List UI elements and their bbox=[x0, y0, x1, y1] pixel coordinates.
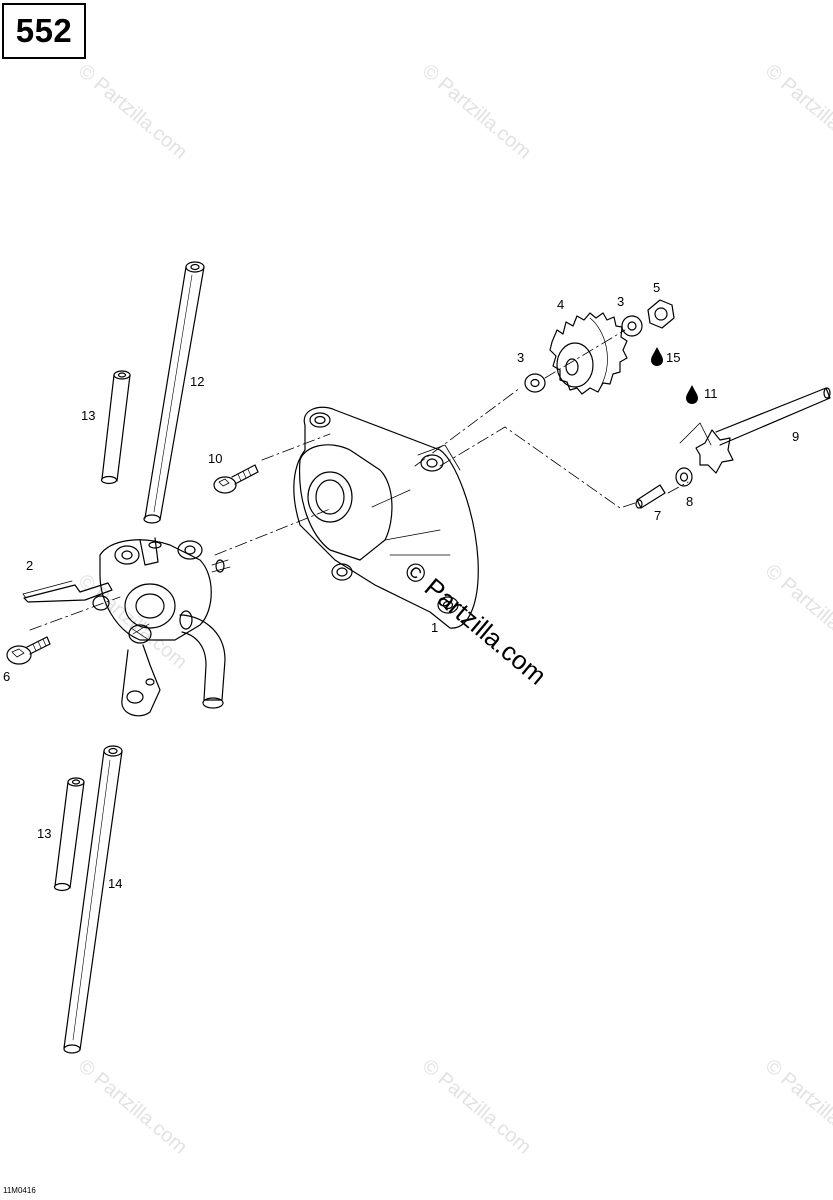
part-1-housing bbox=[293, 406, 479, 629]
part-13-short-tube bbox=[53, 777, 85, 892]
callout-15: 15 bbox=[666, 350, 680, 365]
callout-11: 11 bbox=[704, 386, 718, 401]
callout-4: 4 bbox=[557, 297, 564, 312]
part-13-short-tube bbox=[100, 370, 131, 485]
callout-13: 13 bbox=[37, 826, 51, 841]
pump-assembly bbox=[22, 537, 231, 717]
callout-10: 10 bbox=[208, 451, 222, 466]
callout-3: 3 bbox=[517, 350, 524, 365]
part-9-shaft bbox=[679, 387, 831, 474]
part-5-nut bbox=[647, 299, 675, 329]
callout-2: 2 bbox=[26, 558, 33, 573]
oil-drop-icon bbox=[686, 385, 698, 404]
callout-7: 7 bbox=[654, 508, 661, 523]
callout-6: 6 bbox=[3, 669, 10, 684]
callout-9: 9 bbox=[792, 429, 799, 444]
part-12-tube bbox=[143, 261, 205, 524]
callout-12: 12 bbox=[190, 374, 204, 389]
part-4-gear bbox=[549, 312, 628, 395]
callout-13: 13 bbox=[81, 408, 95, 423]
part-14-tube bbox=[63, 745, 123, 1054]
oil-drop-icon bbox=[651, 347, 663, 366]
callout-5: 5 bbox=[653, 280, 660, 295]
callout-14: 14 bbox=[108, 876, 122, 891]
callout-1: 1 bbox=[431, 620, 438, 635]
part-8-washer bbox=[675, 467, 693, 487]
callout-3: 3 bbox=[617, 294, 624, 309]
part-3-washer bbox=[621, 315, 643, 337]
part-6-screw bbox=[6, 636, 51, 665]
callout-8: 8 bbox=[686, 494, 693, 509]
part-7-pin bbox=[635, 484, 666, 509]
engine-code-box: 552 bbox=[2, 3, 86, 59]
figure-ref-code: 11M0416 bbox=[3, 1186, 36, 1195]
part-3-washer bbox=[524, 373, 546, 393]
part-10-screw bbox=[213, 464, 259, 494]
engine-code: 552 bbox=[15, 12, 73, 49]
